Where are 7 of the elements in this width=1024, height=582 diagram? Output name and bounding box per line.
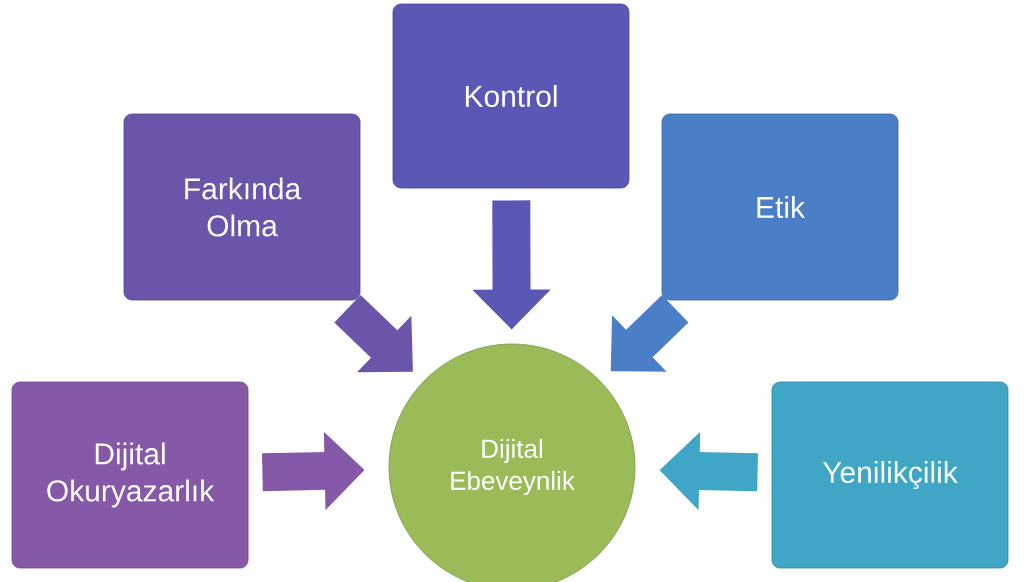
topic-box: Yenilikçilik [771,381,1009,569]
block-arrow [610,295,689,372]
block-arrow [334,295,413,373]
topic-box: Dijital Okuryazarlık [11,381,249,569]
topic-box: Kontrol [392,3,630,189]
topic-box: Etik [661,113,899,301]
topic-box: Farkında Olma [123,113,361,301]
